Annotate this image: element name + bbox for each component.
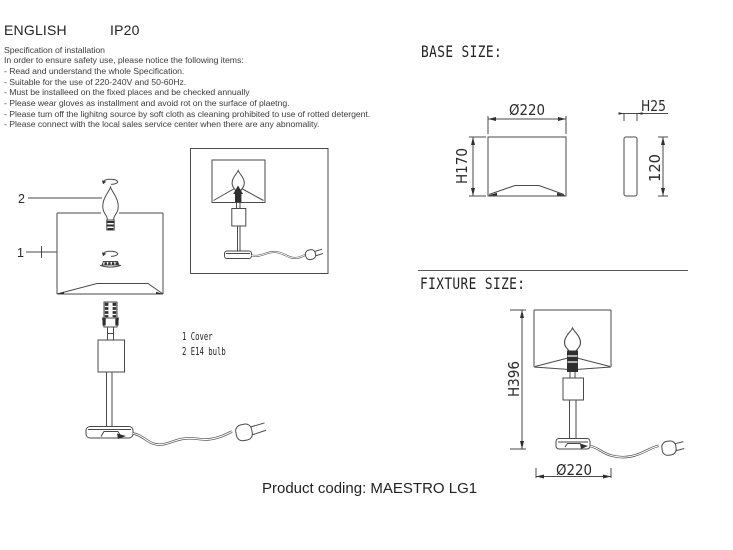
base-diameter-label: Ø220 <box>509 101 545 119</box>
power-plug <box>235 422 267 442</box>
rotate-arrow-icon <box>101 250 119 257</box>
fixture-size-heading: FIXTURE SIZE: <box>420 274 526 293</box>
base-height-label: H170 <box>453 148 471 184</box>
shade-exploded <box>56 212 164 295</box>
lamp-holder <box>101 301 120 340</box>
callout-bulb-number: 2 <box>18 192 25 206</box>
base-size-drawing: Ø220 H170 H25 120 <box>453 97 668 197</box>
spec-item: - Read and understand the whole Specific… <box>4 65 185 76</box>
fixture-diameter-dimension: Ø220 <box>535 461 612 479</box>
fixture-height-dimension: H396 <box>505 309 526 450</box>
spec-title: Specification of installation <box>4 44 105 55</box>
fixture-lamp <box>533 309 685 459</box>
base-size-heading: BASE SIZE: <box>421 42 503 61</box>
ip-rating: IP20 <box>110 22 140 38</box>
assembled-lamp-inset <box>190 148 329 274</box>
rotate-arrow-icon <box>101 178 119 185</box>
parts-legend: 1 Cover 2 E14 bulb <box>182 330 226 359</box>
legend-bulb: 2 E14 bulb <box>182 344 226 358</box>
lamp-base <box>85 426 134 439</box>
spec-text-block: Specification of installation In order t… <box>4 45 370 131</box>
base-diameter-dimension: Ø220 <box>487 101 567 134</box>
exploded-lamp-drawing: 2 1 <box>17 178 267 446</box>
spec-item: - Please tum off the lighitng source by … <box>4 108 371 119</box>
power-cord <box>132 430 233 446</box>
side-depth-dimension: 120 <box>646 136 668 197</box>
lamp-body-cylinder <box>97 339 125 373</box>
lamp-stem <box>106 372 113 427</box>
side-height-label: H25 <box>641 97 666 115</box>
section-divider <box>418 270 688 271</box>
spec-item: - Please connect with the local sales se… <box>4 119 320 130</box>
inset-lamp <box>211 159 324 261</box>
shade-front-view <box>487 136 567 197</box>
spec-item: - Please wear gloves as installment and … <box>4 98 290 109</box>
fixture-size-drawing: H396 Ø220 <box>505 309 685 479</box>
callout-cover-number: 1 <box>17 246 24 260</box>
spec-intro: In order to ensure safety use, please no… <box>4 55 244 66</box>
fixture-height-label: H396 <box>505 361 523 397</box>
shade-side-view <box>623 136 638 197</box>
bulb-exploded <box>102 186 119 231</box>
side-height-dimension: H25 <box>618 97 668 121</box>
side-depth-label: 120 <box>646 154 664 182</box>
spec-item: - Must be installeed on the fixed places… <box>4 87 250 98</box>
inset-frame <box>190 148 329 274</box>
product-coding: Product coding: MAESTRO LG1 <box>262 480 478 497</box>
fixture-diameter-label: Ø220 <box>556 461 592 479</box>
spec-item: - Suitable for the use of 220-240V and 5… <box>4 76 187 87</box>
legend-cover: 1 Cover <box>182 330 213 343</box>
language-title: ENGLISH <box>4 22 67 38</box>
base-height-dimension: H170 <box>453 136 486 197</box>
socket-detail <box>99 261 122 268</box>
